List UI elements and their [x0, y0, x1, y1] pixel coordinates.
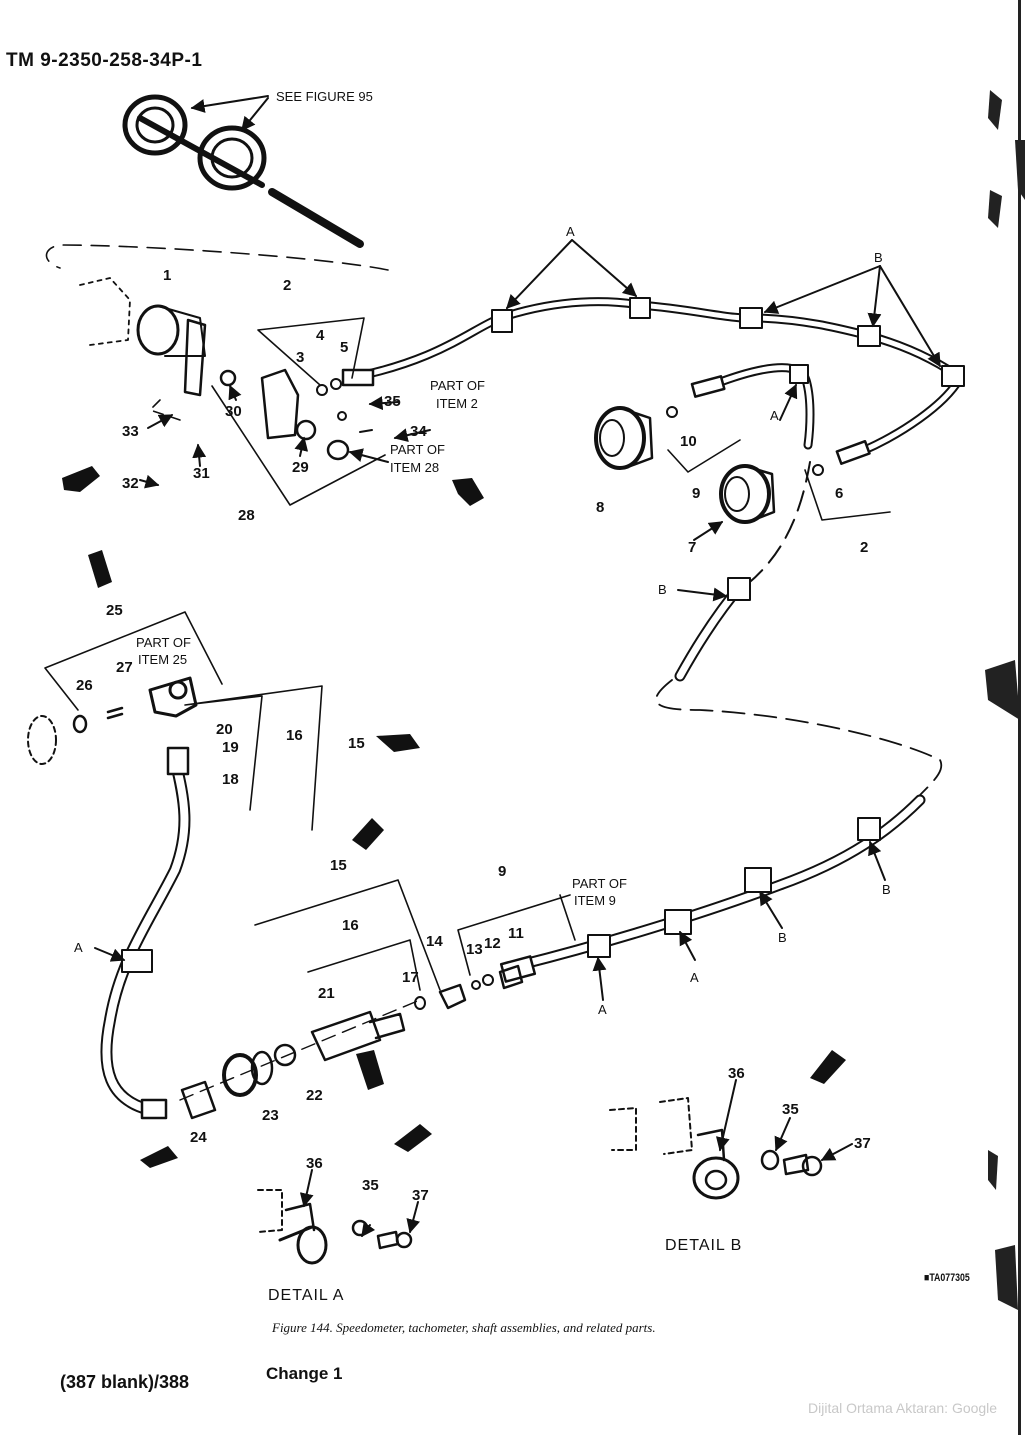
clamp-a-left: A: [74, 940, 83, 955]
see-figure-95-label: SEE FIGURE 95: [276, 89, 373, 104]
tachometer-gauge: [594, 406, 678, 470]
item-8: 8: [596, 499, 604, 516]
callout-labels: SEE FIGURE 95 PART OF ITEM 2 PART OF ITE…: [136, 89, 742, 1304]
angle-drive: [27, 676, 198, 765]
pointing-hand-icon: [394, 1124, 432, 1152]
scan-credit: Dijital Ortama Aktaran: Google: [808, 1400, 998, 1416]
item-1: 1: [163, 267, 171, 284]
item-5: 5: [340, 339, 348, 356]
item-31: 31: [193, 465, 210, 482]
item-10: 10: [680, 433, 697, 450]
item-34: 34: [410, 423, 427, 440]
lower-right-cable: [499, 577, 943, 983]
drive-housing: [219, 368, 373, 461]
change-note: Change 1: [266, 1364, 343, 1383]
item-24: 24: [190, 1129, 207, 1146]
clamp-a-mid: A: [690, 970, 699, 985]
item-15-top: 15: [348, 735, 365, 752]
page-number: (387 blank)/388: [60, 1372, 190, 1392]
clamp-b-right: B: [882, 882, 891, 897]
part-of-item-9-line1: PART OF: [572, 876, 627, 891]
clamp-b-lower: B: [658, 582, 667, 597]
item-17: 17: [402, 969, 419, 986]
clamp-letter-labels: A B A B A B B A A: [74, 224, 891, 1017]
item-6: 6: [835, 485, 843, 502]
pointing-hand-icon: [62, 466, 100, 492]
item-26: 26: [76, 677, 93, 694]
clamp-b-mid: B: [778, 930, 787, 945]
item-3: 3: [296, 349, 304, 366]
item-36-detail-b: 36: [728, 1065, 745, 1082]
item-16-top: 16: [286, 727, 303, 744]
item-23: 23: [262, 1107, 279, 1124]
part-of-item-25-line2: ITEM 25: [138, 652, 187, 667]
clamp-a-tach: A: [770, 408, 779, 423]
pointing-hand-icon: [356, 1050, 384, 1090]
item-35-top: 35: [384, 393, 401, 410]
part-of-item-28-line2: ITEM 28: [390, 460, 439, 475]
part-of-item-9-line2: ITEM 9: [574, 893, 616, 908]
item-number-labels: 1 2 2 3 4 5 6 7 8 9 9 10 11 12 13 14 15 …: [76, 267, 871, 1204]
item-16-bottom: 16: [342, 917, 359, 934]
item-20: 20: [216, 721, 233, 738]
part-of-item-25-line1: PART OF: [136, 635, 191, 650]
part-of-item-2-line1: PART OF: [430, 378, 485, 393]
item-15-bottom: 15: [330, 857, 347, 874]
item-18: 18: [222, 771, 239, 788]
pointing-hand-icon: [352, 818, 384, 850]
pointing-hand-icon: [452, 478, 484, 506]
lower-shaft-assembly: [179, 964, 524, 1120]
tm-header: TM 9-2350-258-34P-1: [6, 50, 203, 71]
detail-b-label: DETAIL B: [665, 1237, 742, 1254]
item-14: 14: [426, 933, 443, 950]
pointing-hand-icons: [62, 466, 846, 1168]
item-29: 29: [292, 459, 309, 476]
item-2-right: 2: [860, 539, 868, 556]
item-13: 13: [466, 941, 483, 958]
item-21: 21: [318, 985, 335, 1002]
item-36-detail-a: 36: [306, 1155, 323, 1172]
detail-a-drawing: [257, 1189, 413, 1265]
item-35-detail-a: 35: [362, 1177, 379, 1194]
item-30: 30: [225, 403, 242, 420]
item-35-detail-b: 35: [782, 1101, 799, 1118]
detail-a-label: DETAIL A: [268, 1287, 344, 1304]
left-vertical-cable: [100, 746, 191, 1120]
item-37-detail-a: 37: [412, 1187, 429, 1204]
pointing-hand-icon: [140, 1146, 178, 1168]
speedometer-gauge: [719, 464, 824, 524]
item-9-top: 9: [692, 485, 700, 502]
item-12: 12: [484, 935, 501, 952]
item-7: 7: [688, 539, 696, 556]
scan-edge-artifacts: [985, 0, 1025, 1435]
figure-caption: Figure 144. Speedometer, tachometer, sha…: [272, 1320, 656, 1335]
clamp-a-top: A: [566, 224, 575, 239]
item-33: 33: [122, 423, 139, 440]
pointing-hand-icon: [376, 734, 420, 752]
item-25: 25: [106, 602, 123, 619]
item-9-bottom: 9: [498, 863, 506, 880]
part-of-item-2-line2: ITEM 2: [436, 396, 478, 411]
item-2-top: 2: [283, 277, 291, 294]
item-28: 28: [238, 507, 255, 524]
pointing-hand-icon: [88, 550, 112, 588]
tachometer-cable: [690, 363, 815, 591]
clamp-b-top: B: [874, 250, 883, 265]
plate-id: ■TA077305: [924, 1272, 970, 1284]
item-32: 32: [122, 475, 139, 492]
item-27: 27: [116, 659, 133, 676]
part-of-item-28-line1: PART OF: [390, 442, 445, 457]
gasket-flanges: [122, 94, 364, 248]
clamp-a-bottom: A: [598, 1002, 607, 1017]
item-11: 11: [508, 925, 524, 942]
pointing-hand-icon: [810, 1050, 846, 1084]
item-22: 22: [306, 1087, 323, 1104]
item-37-detail-b: 37: [854, 1135, 871, 1152]
item-19: 19: [222, 739, 239, 756]
adapter-housing: [136, 304, 207, 397]
item-4: 4: [316, 327, 325, 344]
